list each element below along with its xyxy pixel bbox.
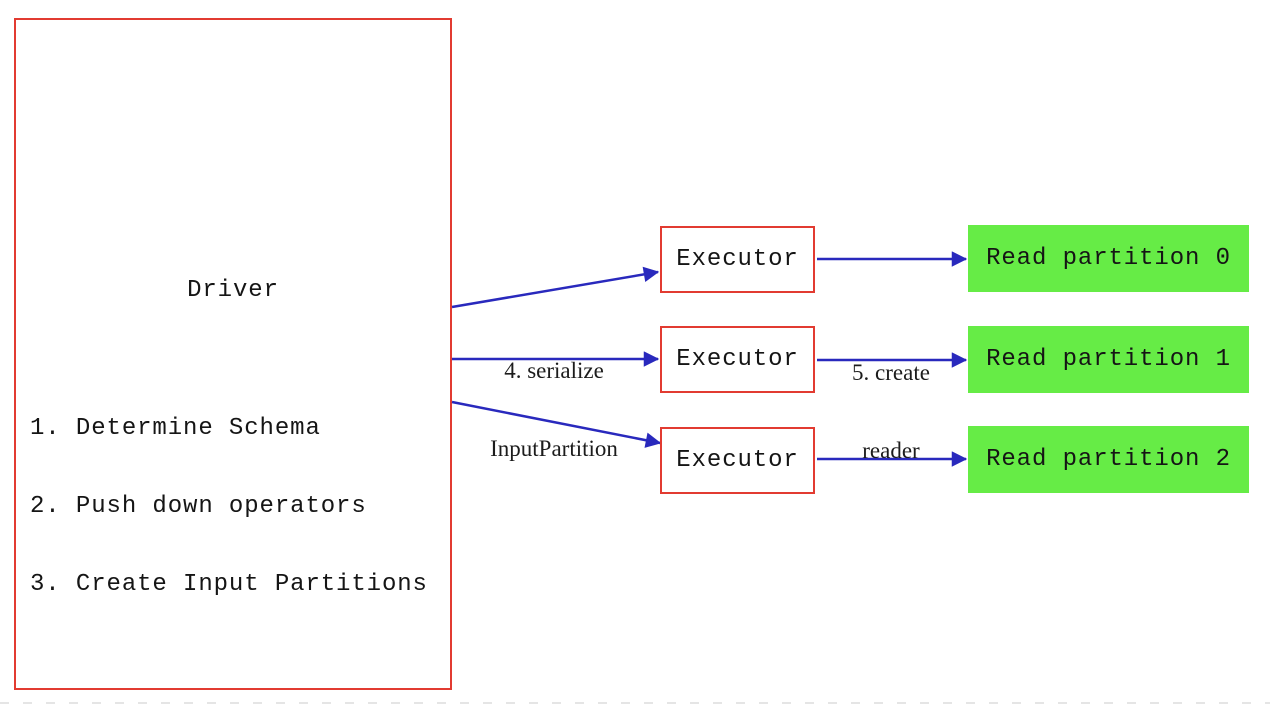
read-partition-1-label: Read partition 1 xyxy=(986,346,1231,373)
driver-box: Driver 1. Determine Schema 2. Push down … xyxy=(14,18,452,690)
executor-box-1: Executor xyxy=(660,226,815,293)
executor-2-label: Executor xyxy=(676,346,799,373)
driver-steps-list: 1. Determine Schema 2. Push down operato… xyxy=(30,364,428,650)
executor-box-2: Executor xyxy=(660,326,815,393)
read-partition-2-box: Read partition 2 xyxy=(968,426,1249,493)
driver-step-create-input-partitions: 3. Create Input Partitions xyxy=(30,571,428,598)
bottom-dashed-divider xyxy=(0,702,1270,704)
executor-1-label: Executor xyxy=(676,246,799,273)
read-partition-2-label: Read partition 2 xyxy=(986,446,1231,473)
read-partition-1-box: Read partition 1 xyxy=(968,326,1249,393)
edge-label-create-reader-line1: 5. create xyxy=(852,360,930,385)
arrow-driver-to-executor-3 xyxy=(451,400,662,448)
read-partition-0-label: Read partition 0 xyxy=(986,245,1231,272)
read-partition-0-box: Read partition 0 xyxy=(968,225,1249,292)
edge-label-serialize-line1: 4. serialize xyxy=(504,358,604,383)
arrow-driver-to-executor-1 xyxy=(451,266,660,309)
executor-box-3: Executor xyxy=(660,427,815,494)
driver-step-push-down-operators: 2. Push down operators xyxy=(30,493,367,520)
edge-label-create-reader: 5. create reader xyxy=(791,308,991,516)
executor-3-label: Executor xyxy=(676,447,799,474)
driver-step-determine-schema: 1. Determine Schema xyxy=(30,415,321,442)
driver-title: Driver xyxy=(187,277,279,304)
edge-label-create-reader-line2: reader xyxy=(862,438,920,463)
edge-label-serialize-line2: InputPartition xyxy=(490,436,618,461)
edge-label-serialize-inputpartition: 4. serialize InputPartition xyxy=(424,306,684,514)
